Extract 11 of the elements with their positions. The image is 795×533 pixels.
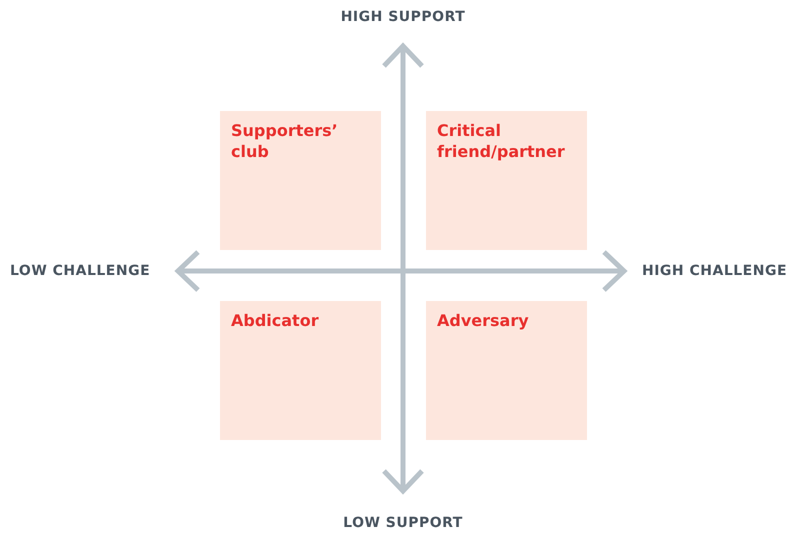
quadrant-label: Abdicator (231, 311, 320, 332)
axis-label: HIGH CHALLENGE (642, 263, 788, 279)
quadrant-label: Supporters’ club (231, 121, 339, 163)
axis-label: LOW SUPPORT (343, 515, 463, 531)
quadrant-box (426, 301, 587, 440)
axis-label: LOW CHALLENGE (10, 263, 150, 279)
quadrant-box (220, 111, 381, 250)
quadrant-label: Adversary (437, 311, 530, 332)
quadrant-box (426, 111, 587, 250)
axis-label: HIGH SUPPORT (340, 9, 466, 25)
quadrant-box (220, 301, 381, 440)
